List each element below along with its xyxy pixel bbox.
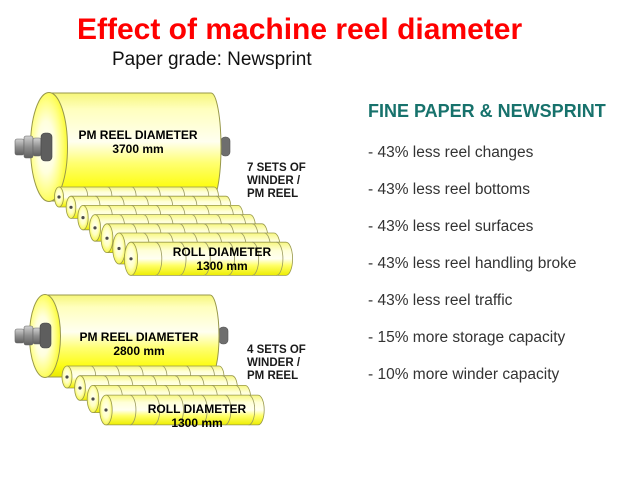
page-title: Effect of machine reel diameter — [77, 13, 523, 46]
reel-diagram-3700 — [14, 92, 293, 276]
subtitle-paper-grade: Paper grade: Newsprint — [112, 49, 312, 70]
reel-axle-left-icon — [14, 132, 53, 162]
list-item: - 43% less reel changes — [368, 144, 534, 161]
roll-diameter-label: ROLL DIAMETER 1300 mm — [147, 402, 247, 430]
list-item: - 15% more storage capacity — [368, 329, 566, 346]
winder-roll-row — [99, 394, 265, 426]
winder-roll-stack — [61, 365, 265, 426]
list-item: - 43% less reel handling broke — [368, 255, 577, 272]
benefits-heading: FINE PAPER & NEWSPRINT — [368, 101, 606, 121]
reel-diameter-label: PM REEL DIAMETER 3700 mm — [78, 128, 198, 156]
winder-roll-row — [124, 241, 293, 276]
list-item: - 10% more winder capacity — [368, 366, 560, 383]
winder-roll-stack — [54, 186, 293, 276]
sets-per-reel-note: 4 SETS OF WINDER / PM REEL — [247, 344, 306, 382]
list-item: - 43% less reel traffic — [368, 292, 513, 309]
machine-reel — [14, 294, 229, 378]
list-item: - 43% less reel bottoms — [368, 181, 530, 198]
reel-axle-left-icon — [14, 322, 52, 349]
machine-reel — [14, 92, 231, 202]
reel-diagram-2800 — [14, 294, 265, 426]
reel-diameter-label: PM REEL DIAMETER 2800 mm — [79, 330, 199, 358]
roll-diameter-label: ROLL DIAMETER 1300 mm — [172, 245, 272, 273]
sets-per-reel-note: 7 SETS OF WINDER / PM REEL — [247, 162, 306, 200]
benefits-list: - 43% less reel changes - 43% less reel … — [368, 143, 577, 402]
list-item: - 43% less reel surfaces — [368, 218, 534, 235]
